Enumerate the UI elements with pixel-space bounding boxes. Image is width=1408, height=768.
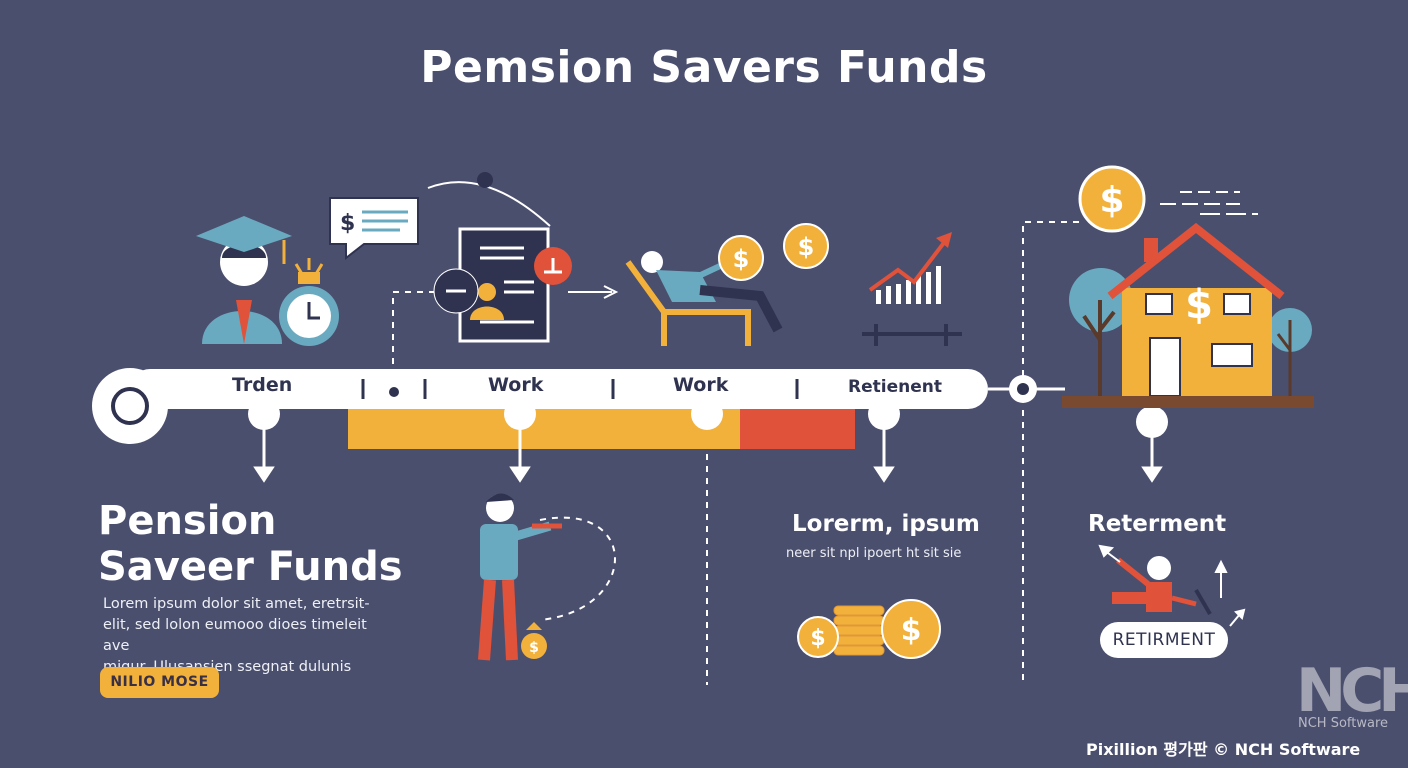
stopwatch-icon	[279, 258, 339, 346]
watermark-credit: Pixillion 평가판 © NCH Software	[1086, 740, 1361, 759]
timeline-bar	[92, 368, 1065, 449]
learn-more-button[interactable]: NILIO MOSE	[100, 667, 219, 698]
section-heading: Pension Saveer Funds	[98, 498, 403, 590]
timeline-label-work-2: Work	[673, 374, 729, 396]
pin-arrows	[248, 398, 1168, 483]
svg-text:$: $	[733, 245, 750, 273]
document-icon	[433, 227, 572, 343]
nch-logo: NCH	[1296, 656, 1408, 726]
svg-text:$: $	[810, 626, 825, 651]
dashed-connectors	[392, 221, 1085, 685]
chat-bubble-dollar-icon: $	[329, 197, 419, 261]
svg-text:$: $	[529, 640, 539, 656]
svg-text:$: $	[798, 233, 815, 261]
person-pointing-icon	[478, 493, 562, 661]
watermark-company: NCH Software	[1298, 716, 1389, 731]
house-icon: $	[1062, 222, 1314, 408]
svg-text:$: $	[1185, 282, 1213, 328]
person-relaxing-icon	[625, 251, 783, 346]
body-line: Lorem ipsum dolor sit amet, eretrsit-	[103, 596, 370, 612]
svg-text:$: $	[1099, 180, 1124, 221]
money-bag-icon: $	[521, 622, 547, 659]
middle-heading: Lorerm, ipsum	[792, 511, 980, 537]
svg-text:$: $	[901, 613, 922, 648]
heading-line-2: Saveer Funds	[98, 544, 403, 590]
wind-lines-icon	[1160, 191, 1258, 215]
timeline-label-training: Trden	[232, 374, 293, 396]
right-heading: Reterment	[1088, 511, 1227, 537]
heading-line-1: Pension	[98, 498, 277, 544]
timeline-label-retirement: Retienent	[848, 377, 942, 397]
timeline-label-work-1: Work	[488, 374, 544, 396]
graduate-icon	[196, 216, 292, 344]
retirement-badge: RETIRMENT	[1100, 622, 1228, 658]
body-line: elit, sed lolon eumooo dioes timeleit av…	[103, 617, 367, 654]
growth-chart-icon	[862, 232, 962, 346]
middle-subtext: neer sit npl ipoert ht sit sie	[786, 546, 962, 561]
coin-icon: $ $ $	[718, 165, 1146, 281]
page-title: Pemsion Savers Funds	[420, 42, 988, 93]
arrow-icon	[1098, 544, 1246, 627]
person-celebrating-icon	[1112, 556, 1212, 616]
coin-stack-icon: $ $	[797, 599, 941, 659]
svg-text:$: $	[340, 211, 355, 236]
